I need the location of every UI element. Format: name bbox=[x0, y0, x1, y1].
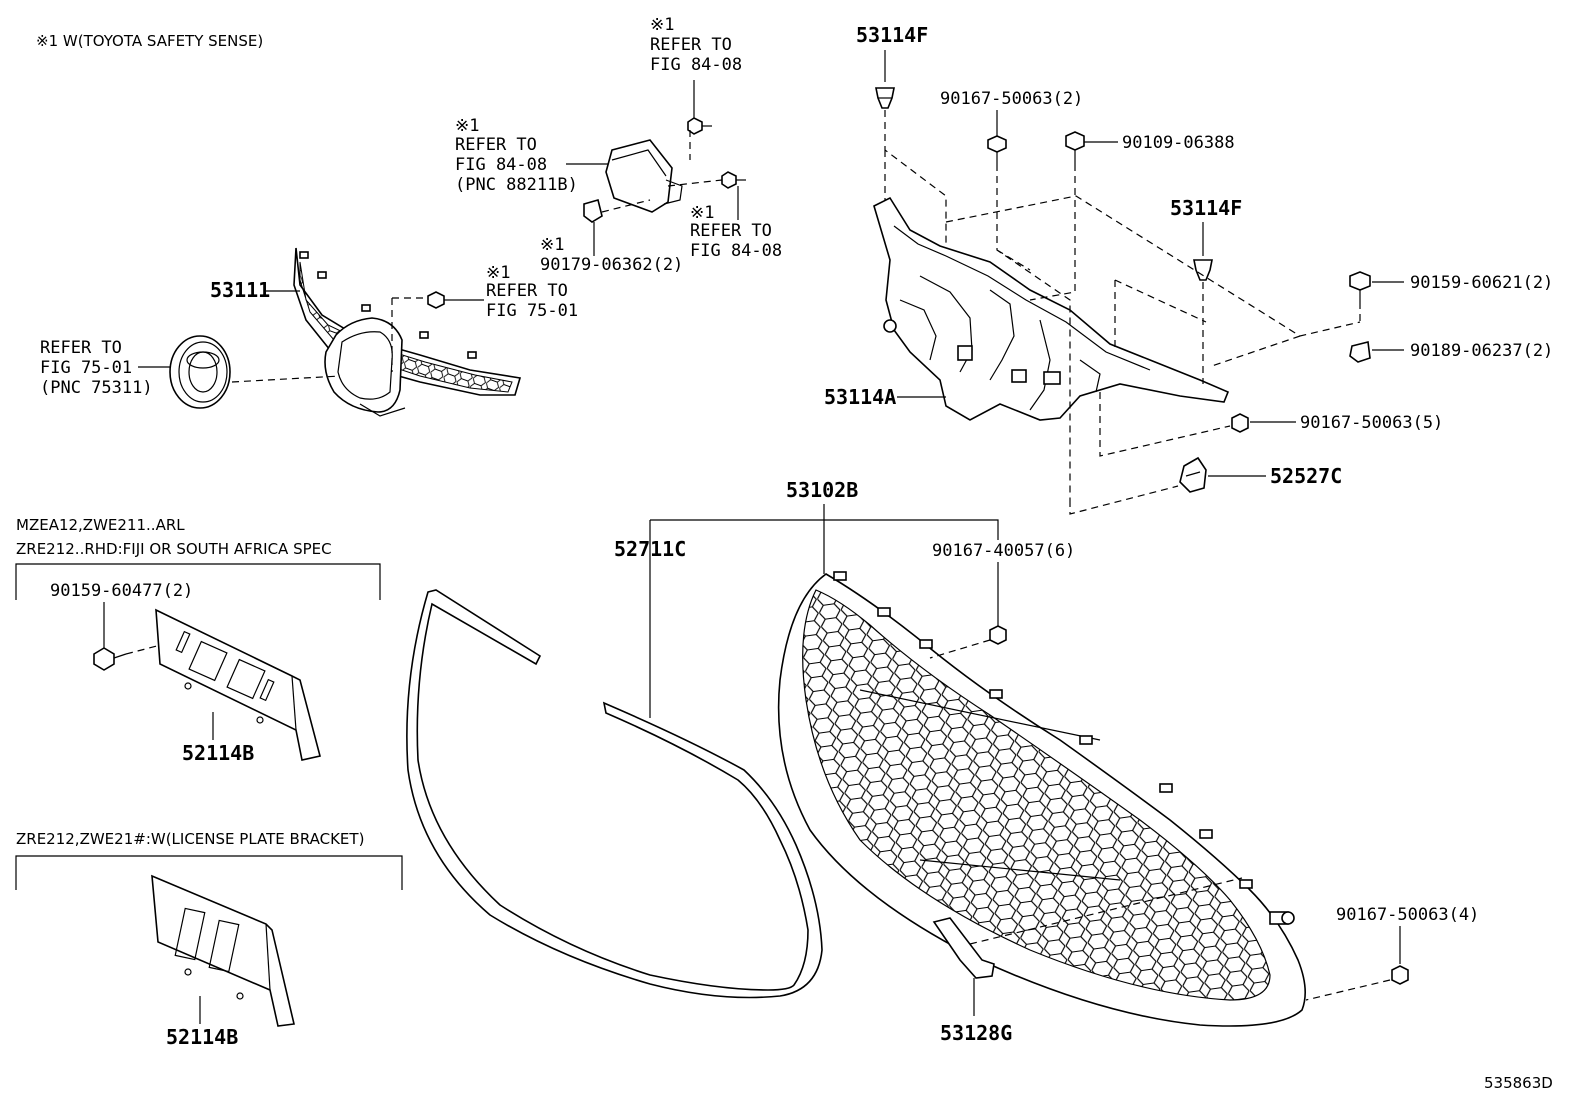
emblem-ref-line1: REFER TO bbox=[40, 338, 122, 358]
emblem-ref-line3: (PNC 75311) bbox=[40, 378, 153, 398]
radar-sensor bbox=[583, 117, 746, 223]
label-90189-06237: 90189-06237(2) bbox=[1410, 341, 1553, 361]
radar-left-star: ※1 bbox=[455, 116, 479, 136]
dash-90159-60477 bbox=[125, 639, 181, 655]
dash-53114f-top bbox=[884, 110, 947, 246]
label-90179-06362: 90179-06362(2) bbox=[540, 255, 683, 275]
group1-note-line2: ZRE212..RHD:FIJI OR SOUTH AFRICA SPEC bbox=[16, 540, 332, 558]
label-90159-60477: 90159-60477(2) bbox=[50, 581, 193, 601]
radar-top-ref1: REFER TO bbox=[650, 35, 732, 55]
dash-bracket-right bbox=[945, 195, 1361, 350]
radar-right-ref2: FIG 84-08 bbox=[690, 241, 782, 261]
retainer-52527c bbox=[1179, 456, 1207, 493]
screw-90167-50063-2 bbox=[987, 135, 1007, 164]
label-52711c: 52711C bbox=[614, 537, 686, 561]
label-90167-40057: 90167-40057(6) bbox=[932, 541, 1075, 561]
radar-top-ref2: FIG 84-08 bbox=[650, 55, 742, 75]
bolt-90159-60621 bbox=[1349, 271, 1371, 302]
radar-right-ref1: REFER TO bbox=[690, 221, 772, 241]
dash-radar bbox=[601, 130, 723, 213]
nut-90189-06237 bbox=[1349, 341, 1371, 363]
dash-screw-grille bbox=[391, 297, 428, 372]
dash-52527c bbox=[1069, 485, 1179, 515]
group1-note-line1: MZEA12,ZWE211..ARL bbox=[16, 516, 185, 534]
group2-bracket-line bbox=[15, 855, 403, 890]
license-bracket-52114b-2 bbox=[151, 874, 295, 1027]
grille-screw-ref2: FIG 75-01 bbox=[486, 301, 578, 321]
upper-grille-53111 bbox=[293, 247, 522, 417]
group1-bracket-line bbox=[15, 563, 381, 600]
label-53128g: 53128G bbox=[940, 1021, 1012, 1045]
label-53114a: 53114A bbox=[824, 385, 896, 409]
dash-90109 bbox=[1029, 164, 1076, 301]
bolt-90159-60477 bbox=[93, 647, 127, 671]
clip-53114f-right bbox=[1193, 259, 1213, 281]
label-52527c: 52527C bbox=[1270, 464, 1342, 488]
radar-left-ref3: (PNC 88211B) bbox=[455, 175, 578, 195]
diagram-id: 535863D bbox=[1484, 1074, 1553, 1092]
screw-grille bbox=[427, 291, 460, 309]
label-53111: 53111 bbox=[210, 278, 270, 302]
label-53114f-top: 53114F bbox=[856, 23, 928, 47]
dash-90167-50063-4 bbox=[1305, 979, 1391, 1001]
label-53102b: 53102B bbox=[786, 478, 858, 502]
emblem-ref-line2: FIG 75-01 bbox=[40, 358, 132, 378]
label-52114b-2: 52114B bbox=[166, 1025, 238, 1049]
grille-screw-star: ※1 bbox=[486, 263, 510, 283]
license-bracket-52114b-1 bbox=[155, 608, 321, 761]
trim-53128g bbox=[932, 917, 995, 979]
radar-right-star: ※1 bbox=[690, 203, 714, 223]
dash-90167-50063-2 bbox=[996, 164, 1071, 500]
radar-left-ref1: REFER TO bbox=[455, 135, 537, 155]
screw-90167-50063-4 bbox=[1391, 965, 1409, 985]
bracket-53114a bbox=[873, 196, 1230, 421]
group2-note-line1: ZRE212,ZWE21#:W(LICENSE PLATE BRACKET) bbox=[16, 830, 364, 848]
clip-53114f-top bbox=[875, 87, 895, 109]
screw-90167-50063-5 bbox=[1231, 413, 1249, 433]
bolt-90109-06388 bbox=[1065, 131, 1085, 164]
label-52114b-1: 52114B bbox=[182, 741, 254, 765]
label-90159-60621: 90159-60621(2) bbox=[1410, 273, 1553, 293]
moulding-52711c bbox=[406, 589, 823, 999]
dash-emblem bbox=[231, 375, 341, 383]
label-53114f-right: 53114F bbox=[1170, 196, 1242, 220]
bracket-53102b bbox=[650, 519, 999, 540]
dash-53128g bbox=[969, 877, 1243, 945]
safety-sense-note: ※1 W(TOYOTA SAFETY SENSE) bbox=[36, 32, 263, 50]
label-90167-50063-2: 90167-50063(2) bbox=[940, 89, 1083, 109]
label-90167-50063-4: 90167-50063(4) bbox=[1336, 905, 1479, 925]
radar-left-ref2: FIG 84-08 bbox=[455, 155, 547, 175]
dash-bracket-lower bbox=[1099, 335, 1301, 457]
radar-top-star: ※1 bbox=[650, 15, 674, 35]
grille-screw-ref1: REFER TO bbox=[486, 281, 568, 301]
main-grille-53102b bbox=[777, 571, 1306, 1027]
label-90109-06388: 90109-06388 bbox=[1122, 133, 1235, 153]
label-90167-50063-5: 90167-50063(5) bbox=[1300, 413, 1443, 433]
emblem bbox=[169, 335, 231, 409]
dash-90167-40057 bbox=[929, 639, 991, 659]
screw-90167-40057 bbox=[989, 625, 1007, 645]
nut-star: ※1 bbox=[540, 235, 564, 255]
